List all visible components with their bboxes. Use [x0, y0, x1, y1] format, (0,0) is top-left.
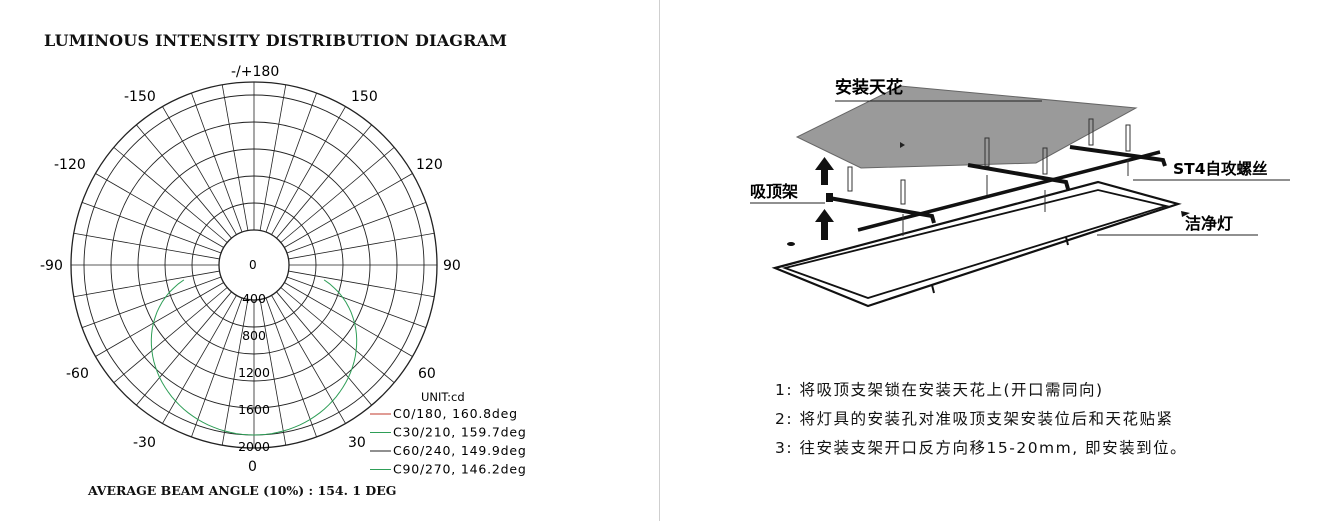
- grid-spoke: [284, 282, 413, 357]
- grid-spoke: [95, 173, 224, 248]
- average-beam-angle: AVERAGE BEAM ANGLE (10%) : 154. 1 DEG: [88, 483, 397, 498]
- angle-label: 30: [348, 435, 366, 451]
- grid-spoke: [136, 291, 232, 406]
- grid-spoke: [73, 270, 220, 298]
- arrow-up-icon: [815, 209, 834, 240]
- grid-spoke: [162, 295, 237, 424]
- grid-spoke: [81, 276, 222, 328]
- angle-label: 150: [351, 89, 378, 105]
- radial-label: 1200: [238, 365, 270, 380]
- screw-icon: [900, 179, 906, 236]
- grid-spoke: [136, 124, 232, 239]
- lamp-marker: [1181, 211, 1190, 217]
- arrow-up-icon: [815, 157, 834, 185]
- screw-icon: [1088, 118, 1094, 146]
- angle-label: -90: [40, 258, 63, 274]
- grid-spoke: [276, 124, 372, 239]
- legend-label: C60/240, 149.9deg: [393, 443, 527, 458]
- legend-label: C0/180, 160.8deg: [393, 406, 518, 421]
- screw-icon: [847, 166, 853, 192]
- step-1: 1: 将吸顶支架锁在安装天花上(开口需同向): [775, 381, 1104, 399]
- angle-label: -60: [66, 366, 89, 382]
- small-part: [787, 242, 795, 246]
- grid-spoke: [280, 287, 395, 383]
- ceiling-label: 安装天花: [835, 77, 903, 98]
- angle-label: 120: [416, 157, 443, 173]
- legend-label: C90/270, 146.2deg: [393, 462, 527, 477]
- unit-label: UNIT:cd: [421, 390, 465, 404]
- bracket-label: 吸顶架: [750, 182, 798, 201]
- grid-spoke: [259, 299, 287, 446]
- screw-icon: [1042, 147, 1048, 212]
- radial-label: 1600: [238, 402, 270, 417]
- installation-steps: 1: 将吸顶支架锁在安装天花上(开口需同向) 2: 将灯具的安装孔对准吸顶支架安…: [775, 376, 1187, 463]
- ceiling-panel: [795, 85, 1138, 169]
- angle-label: 0: [248, 459, 257, 475]
- grid-spoke: [286, 202, 427, 254]
- grid-spoke: [221, 84, 249, 231]
- grid-spoke: [113, 287, 228, 383]
- grid-spoke: [288, 270, 435, 298]
- angle-label: 60: [418, 366, 436, 382]
- grid-spoke: [113, 147, 228, 243]
- grid-spoke: [73, 232, 220, 260]
- grid-spoke: [284, 173, 413, 248]
- radial-label: 400: [242, 291, 266, 306]
- grid-spoke: [280, 147, 395, 243]
- angle-label: -30: [133, 435, 156, 451]
- screw-icon: [984, 137, 990, 195]
- step-2: 2: 将灯具的安装孔对准吸顶支架安装位后和天花贴紧: [775, 410, 1174, 428]
- mounting-bracket: [826, 145, 1167, 232]
- clean-lamp-frame: [771, 180, 1182, 308]
- grid-spoke: [276, 291, 372, 406]
- angle-label: 90: [443, 258, 461, 274]
- radial-label: 800: [242, 328, 266, 343]
- grid-spoke: [191, 297, 243, 438]
- radial-label: 2000: [238, 439, 270, 454]
- step-3: 3: 往安装支架开口反方向移15-20mm, 即安装到位。: [775, 439, 1188, 457]
- grid-spoke: [271, 295, 346, 424]
- installation-diagram: 安装天花 吸顶架: [750, 77, 1290, 308]
- grid-spoke: [221, 299, 249, 446]
- angle-label: -150: [124, 89, 156, 105]
- angle-label: -120: [54, 157, 86, 173]
- polar-diagram: -/+180 -150 150 -120 120 -90 90 -60 60 -30 30 0 0 400…: [40, 64, 526, 477]
- diagram-title: LUMINOUS INTENSITY DISTRIBUTION DIAGRAM: [44, 31, 508, 50]
- grid-spoke: [81, 202, 222, 254]
- polar-labels: -/+180 -150 150 -120 120 -90 90 -60 60 -30 30 0 0 400…: [40, 64, 461, 475]
- angle-label: -/+180: [231, 64, 279, 80]
- page-divider: [659, 0, 660, 521]
- polar-grid: [70, 81, 438, 449]
- grid-spoke: [191, 92, 243, 233]
- intensity-curves: [150, 279, 358, 436]
- screw-label: ST4自攻螺丝: [1173, 159, 1268, 178]
- grid-spoke: [265, 297, 317, 438]
- panel-marker: [900, 142, 905, 148]
- intensity-curve: [150, 279, 358, 436]
- lamp-label: 洁净灯: [1185, 214, 1233, 233]
- screw-icon: [1125, 124, 1131, 176]
- grid-spoke: [95, 282, 224, 357]
- grid-spoke: [259, 84, 287, 231]
- grid-spoke: [265, 92, 317, 233]
- grid-spoke: [286, 276, 427, 328]
- grid-spoke: [288, 232, 435, 260]
- grid-spoke: [162, 106, 237, 235]
- center-label: 0: [249, 258, 257, 272]
- grid-spoke: [271, 106, 346, 235]
- legend-label: C30/210, 159.7deg: [393, 425, 527, 440]
